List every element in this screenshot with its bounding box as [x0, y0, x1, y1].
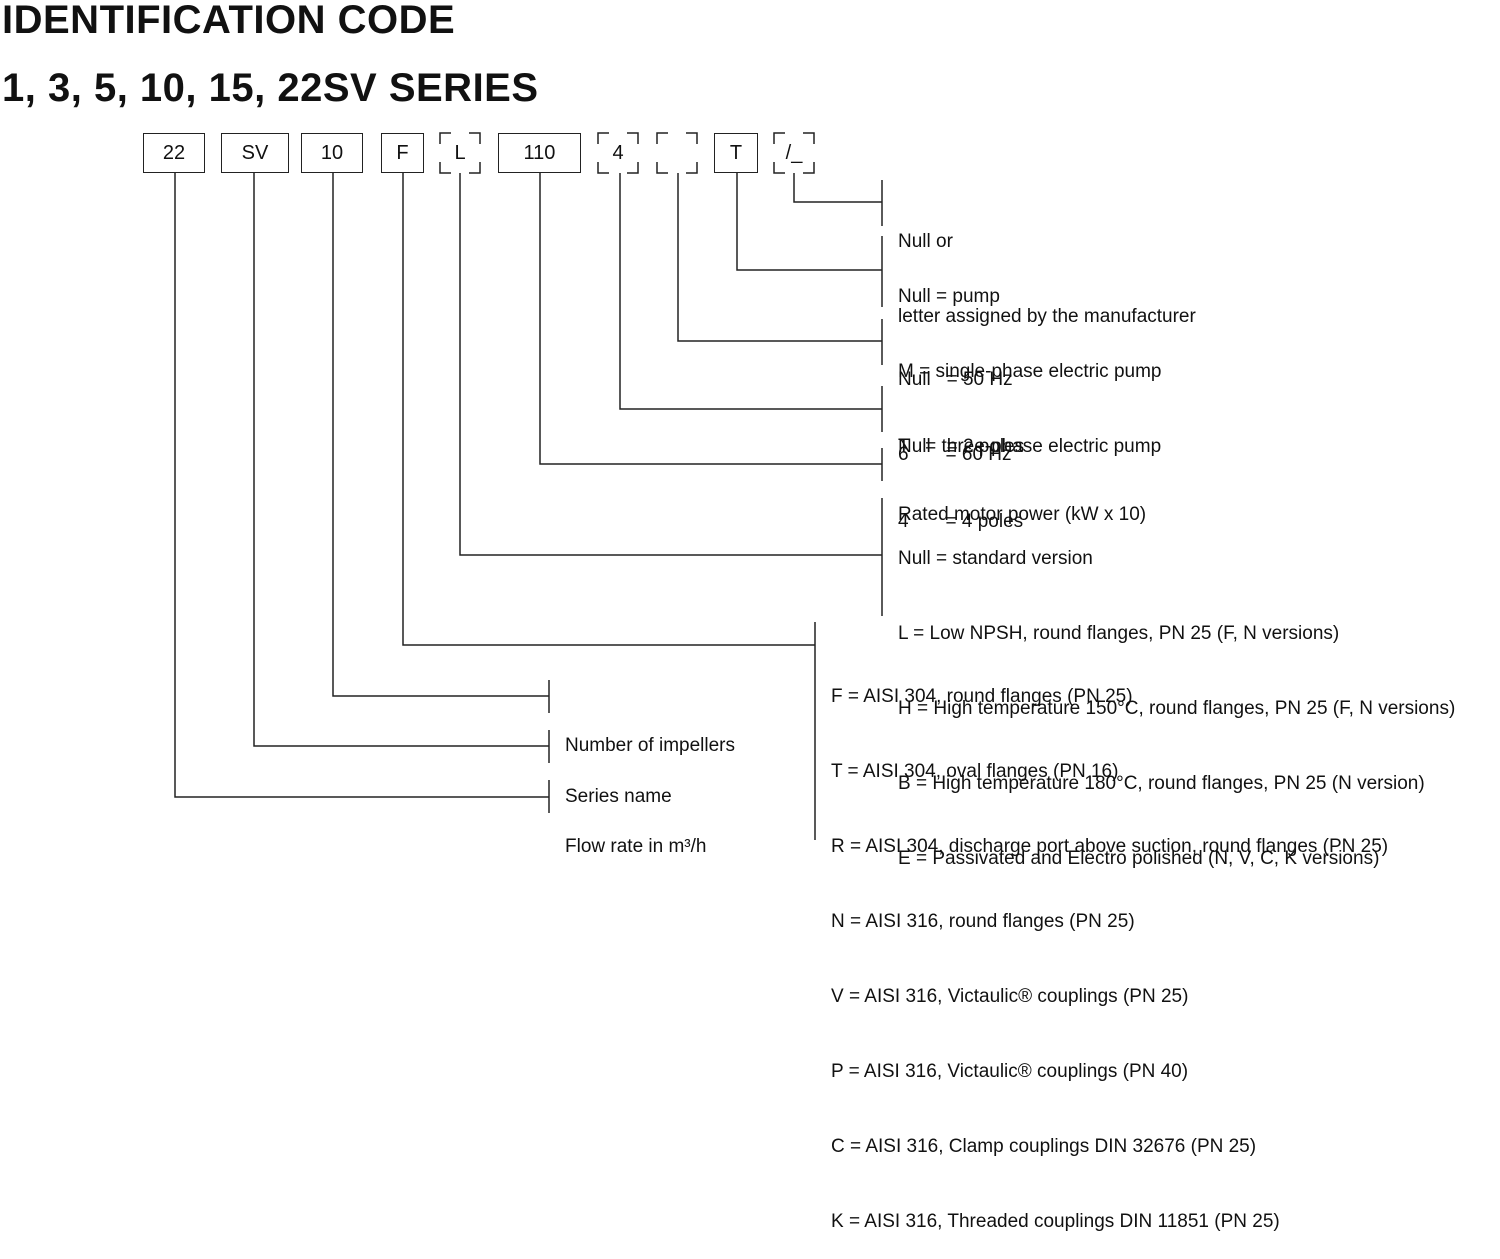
manufacturer-description: Null or letter assigned by the manufactu…	[898, 179, 1196, 354]
desc-line: M = single-phase electric pump	[898, 361, 1162, 382]
code-box-series: SV	[221, 133, 289, 173]
connector-flow	[174, 173, 549, 798]
code-box-impellers: 10	[301, 133, 363, 173]
desc-line: F = AISI 304, round flanges (PN 25)	[831, 686, 1133, 707]
desc-line: V = AISI 316, Victaulic® couplings (PN 2…	[831, 986, 1189, 1007]
code-box-pump-type: T	[714, 133, 758, 173]
desc-line: T = three-phase electric pump	[898, 436, 1162, 457]
desc-line: Null or	[898, 231, 953, 252]
desc-line: P = AISI 316, Victaulic® couplings (PN 4…	[831, 1061, 1189, 1082]
desc-line: letter assigned by the manufacturer	[898, 306, 1196, 327]
frequency-description: Null = 50 Hz 6 = 60 Hz	[898, 317, 1013, 492]
desc-line: B = High temperature 180°C, round flange…	[898, 773, 1425, 794]
series-description: Series name	[565, 734, 672, 834]
connector-frequency	[677, 173, 882, 342]
power-description: Rated motor power (kW x 10)	[898, 452, 1146, 552]
connector-pump-type	[736, 173, 882, 271]
desc-line: R = AISI 304, discharge port above sucti…	[831, 836, 1389, 857]
desc-line: N = AISI 316, round flanges (PN 25)	[831, 911, 1135, 932]
connector-material	[402, 173, 815, 646]
optional-box-outlines	[439, 132, 815, 174]
connector-poles	[619, 173, 882, 410]
desc-line: Null = 2 poles	[898, 436, 1025, 457]
impellers-description: Number of impellers	[565, 683, 735, 783]
pump-type-description: Null = pump M = single-phase electric pu…	[898, 234, 1162, 484]
connector-manufacturer	[793, 173, 882, 203]
desc-line: Flow rate in m³/h	[565, 836, 707, 857]
desc-line: Series name	[565, 786, 672, 807]
desc-line: Rated motor power (kW x 10)	[898, 504, 1147, 525]
page-subtitle: 1, 3, 5, 10, 15, 22SV SERIES	[2, 66, 539, 110]
desc-line: 4 = 4 poles	[898, 511, 1024, 532]
connector-power	[539, 173, 882, 465]
flow-description: Flow rate in m³/h	[565, 784, 706, 884]
code-box-power: 110	[498, 133, 581, 173]
connector-impellers	[332, 173, 549, 697]
poles-description: Null = 2 poles 4 = 4 poles	[898, 384, 1024, 559]
desc-line: Null = standard version	[898, 548, 1093, 569]
desc-line: C = AISI 316, Clamp couplings DIN 32676 …	[831, 1136, 1257, 1157]
desc-line: 6 = 60 Hz	[898, 444, 1012, 465]
desc-line: Number of impellers	[565, 735, 735, 756]
code-box-manufacturer: /_	[785, 142, 803, 164]
desc-line: K = AISI 316, Threaded couplings DIN 118…	[831, 1211, 1280, 1232]
desc-line: T = AISI 304, oval flanges (PN 16)	[831, 761, 1119, 782]
code-box-version: L	[454, 142, 466, 164]
code-box-flow-rate: 22	[143, 133, 205, 173]
desc-line: L = Low NPSH, round flanges, PN 25 (F, N…	[898, 623, 1340, 644]
connector-version	[459, 173, 882, 556]
code-box-frequency	[657, 133, 697, 173]
code-box-poles: 4	[612, 142, 624, 164]
page-title: IDENTIFICATION CODE	[2, 0, 456, 42]
connector-diagram	[174, 132, 883, 840]
code-box-material: F	[381, 133, 424, 173]
material-description: F = AISI 304, round flanges (PN 25) T = …	[831, 634, 1388, 1259]
desc-line: H = High temperature 150°C, round flange…	[898, 698, 1456, 719]
desc-line: Null = 50 Hz	[898, 369, 1013, 390]
connector-series	[253, 173, 549, 747]
desc-line: Null = pump	[898, 286, 1000, 307]
